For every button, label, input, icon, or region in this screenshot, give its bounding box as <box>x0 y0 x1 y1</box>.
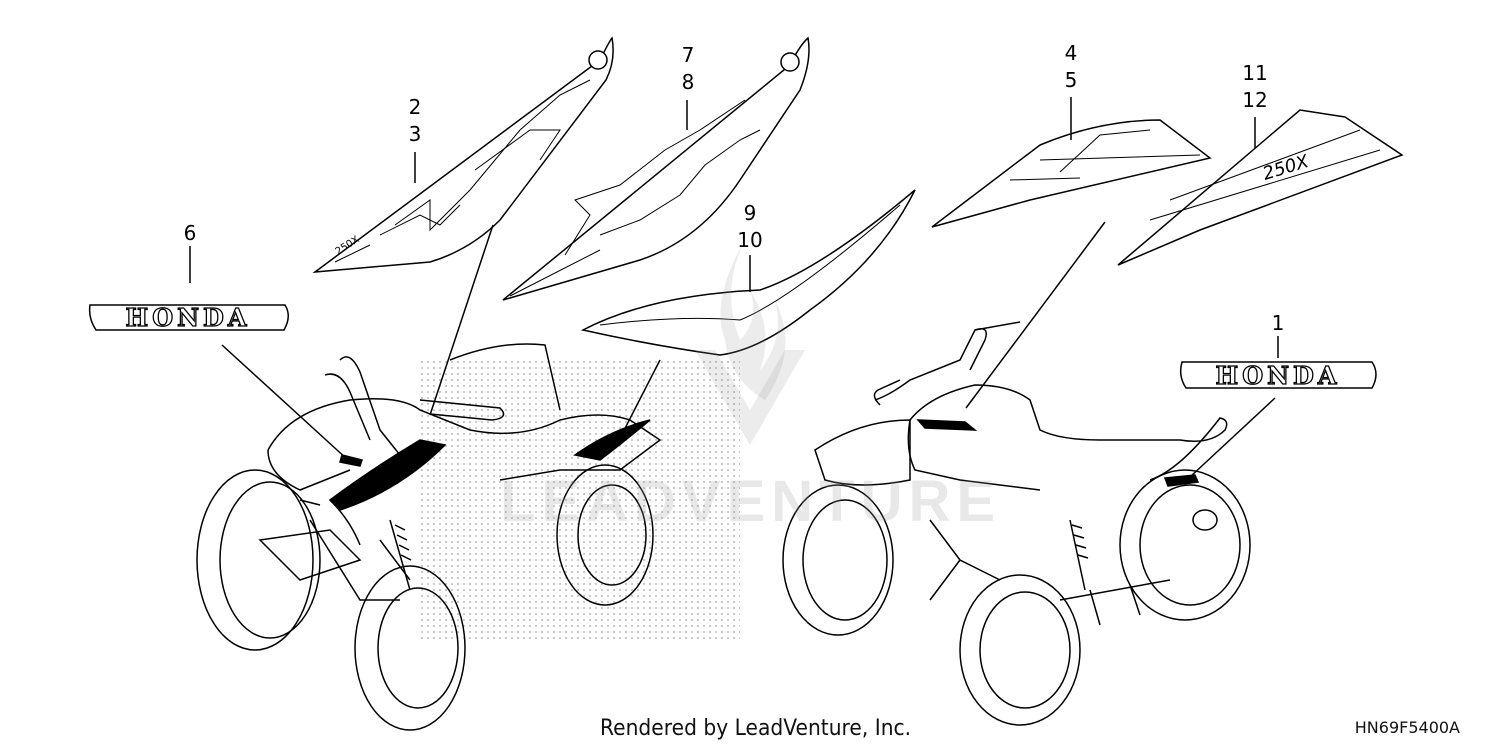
leader-lines <box>189 97 1279 478</box>
atv-front-view <box>196 343 740 731</box>
leadventure-watermark-logo <box>695 240 805 445</box>
decal-trx-right-shroud[interactable] <box>502 36 810 301</box>
callout-8: 8 <box>682 70 695 94</box>
svg-text:HONDA: HONDA <box>1216 361 1341 390</box>
diagram-code: HN69F5400A <box>1354 718 1460 737</box>
decal-trx-left-shroud[interactable]: 250X <box>312 36 614 273</box>
decal-side-stripe[interactable] <box>580 189 916 356</box>
callout-5: 5 <box>1065 68 1078 92</box>
callout-2: 2 <box>409 95 422 119</box>
atv-rear-view <box>782 321 1251 726</box>
callout-labels: 2 3 7 8 9 10 4 5 11 12 6 1 <box>184 41 1285 335</box>
callout-12: 12 <box>1242 88 1267 112</box>
decal-honda-emblem-right[interactable]: HONDA <box>1179 360 1377 391</box>
callout-10: 10 <box>737 228 762 252</box>
render-credit: Rendered by LeadVenture, Inc. <box>600 716 912 741</box>
decal-rear-250x-stripe[interactable]: 250X <box>1117 109 1404 266</box>
leadventure-watermark-text: LEADVENTURE <box>500 469 1002 534</box>
decal-front-fender-stripe[interactable] <box>931 119 1212 228</box>
callout-4: 4 <box>1065 41 1078 65</box>
callout-11: 11 <box>1242 61 1267 85</box>
callout-9: 9 <box>744 201 757 225</box>
callout-1: 1 <box>1272 311 1285 335</box>
callout-3: 3 <box>409 122 422 146</box>
decal-honda-emblem-left[interactable]: HONDA <box>88 302 289 333</box>
footer: Rendered by LeadVenture, Inc. HN69F5400A <box>0 716 1500 746</box>
callout-7: 7 <box>682 43 695 67</box>
svg-text:HONDA: HONDA <box>126 303 251 332</box>
callout-6: 6 <box>184 221 197 245</box>
